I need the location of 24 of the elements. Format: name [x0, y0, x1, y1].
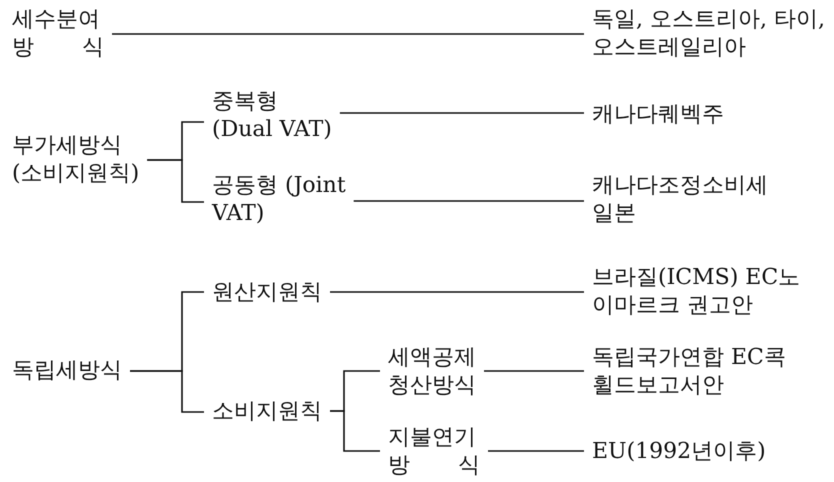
- node-label: 소비지원칙: [212, 398, 342, 426]
- connector-line: [354, 200, 584, 202]
- node-label: 부가세방식 (소비지원칙): [12, 132, 152, 188]
- connector-line: [112, 33, 584, 35]
- node-label: 지불연기 방 식: [388, 424, 480, 480]
- node-label: 세수분여 방 식: [12, 6, 104, 62]
- connector-line: [130, 370, 204, 413]
- node-label: EU(1992년이후): [592, 438, 792, 466]
- connector-line: [488, 450, 584, 452]
- node-label: 중복형 (Dual VAT): [212, 88, 342, 144]
- node-label: 브라질(ICMS) EC노이마르크 권고안: [592, 264, 822, 320]
- node-label: 캐나다퀘벡주: [592, 101, 772, 129]
- connector-line: [484, 370, 584, 372]
- connector-line: [340, 112, 584, 114]
- connector-line: [330, 291, 584, 293]
- node-label: 원산지원칙: [212, 279, 342, 307]
- node-label: 독립국가연합 EC콕휠드보고서안: [592, 344, 792, 400]
- node-label: 세액공제 청산방식: [388, 344, 480, 400]
- node-label: 캐나다조정소비세 일본: [592, 172, 782, 228]
- connector-line: [147, 159, 204, 203]
- connector-line: [330, 410, 380, 452]
- node-label: 독립세방식: [12, 357, 142, 385]
- node-label: 독일, 오스트리아, 타이, 오스트레일리아: [592, 6, 834, 62]
- node-label: 공동형 (Joint VAT): [212, 172, 347, 228]
